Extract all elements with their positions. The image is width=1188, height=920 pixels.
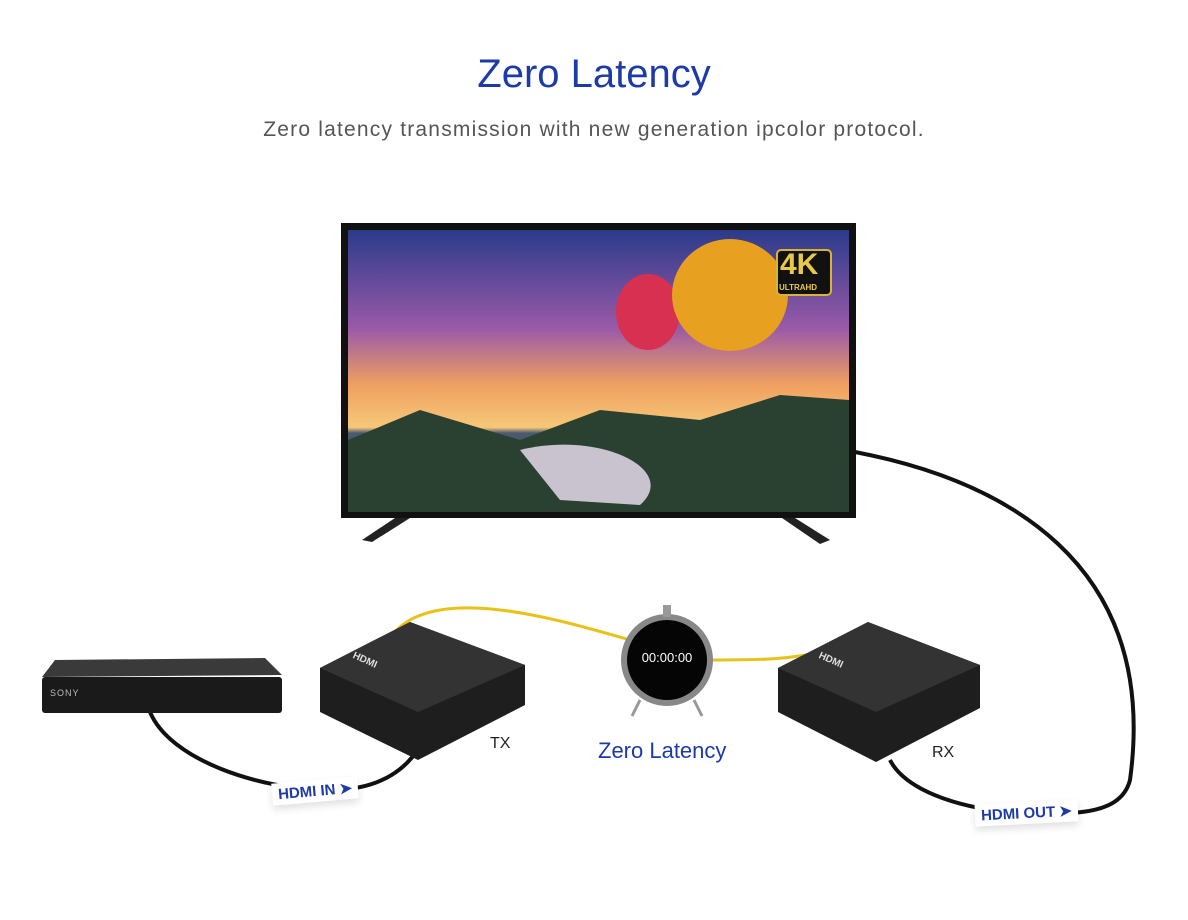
timer-readout: 00:00:00 [641, 650, 693, 665]
blu-ray-player [42, 658, 282, 713]
player-brand: SONY [50, 688, 80, 698]
hdmi-out-cable [854, 450, 1136, 816]
rx-device [778, 622, 980, 762]
4k-badge: 4K [780, 248, 819, 281]
page-title: Zero Latency [477, 52, 711, 96]
stopwatch-icon [621, 605, 713, 717]
tx-device [320, 622, 525, 760]
tv [341, 223, 856, 544]
zero-latency-caption: Zero Latency [598, 738, 727, 763]
rx-label: RX [932, 744, 955, 761]
tx-label: TX [490, 735, 511, 752]
page-subtitle: Zero latency transmission with new gener… [263, 118, 925, 141]
ultrahd-badge: ULTRAHD [779, 283, 818, 292]
